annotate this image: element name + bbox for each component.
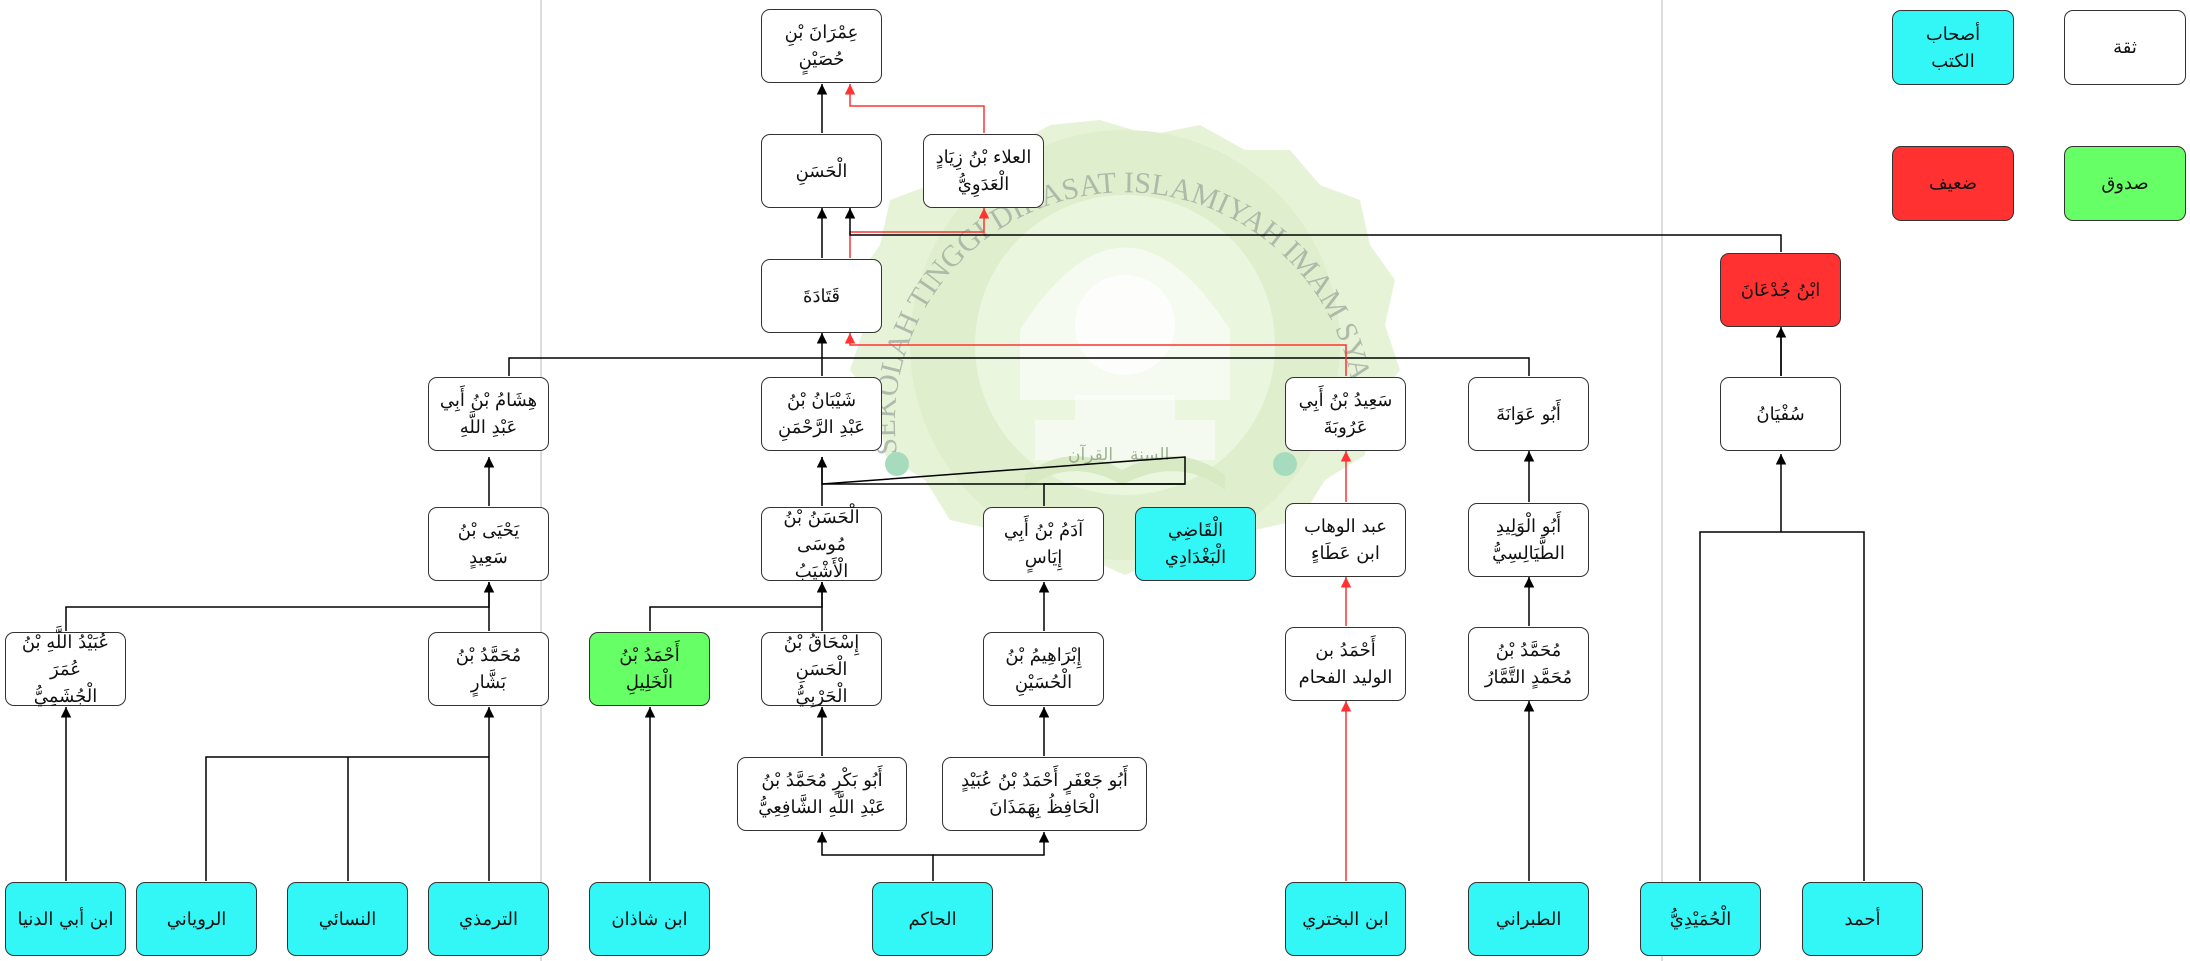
node-ubaydullah: عُبَيْدُ اللَّهِ بْنُ عُمَرَ الْجُشَمِيُ… [5,632,126,707]
node-hakim: الحاكم [872,882,993,956]
edge [844,84,985,133]
edge [65,582,495,631]
edge [821,456,1186,506]
edge [844,208,1782,252]
node-nasai: النسائي [287,882,408,956]
node-ahmad-khalil: أَحْمَدُ بْنُ الْخَلِيلِ [589,632,710,706]
node-ibn-bakhtari: ابن البختري [1285,882,1406,956]
node-ibn-abi-dunya: ابن أبي الدنيا [5,882,126,956]
legend-weak: ضعيف [1892,146,2014,221]
edge [649,582,828,631]
watermark-book-left: القرآن [1068,443,1113,465]
node-ibn-judan: ابْنُ جُدْعَانَ [1720,253,1841,327]
edge [821,457,1185,485]
node-abu-bakr: أَبُو بَكْرٍ مُحَمَّدُ بْنُ عَبْدِ اللَّ… [737,757,907,831]
legend-truthful: صدوق [2064,146,2186,221]
edge [933,832,1050,856]
node-ahmad-walid: أَحْمَدُ بن الوليد الفحام [1285,627,1406,701]
section-divider-left [540,0,542,961]
node-tabarani: الطبراني [1468,882,1589,956]
node-ibrahim: إِبْرَاهِيمُ بْنُ الْحُسَيْنِ [983,632,1104,706]
edge [1699,531,1865,881]
edge [816,832,934,881]
node-abd-wahhab: عبد الوهاب ابن عَطَاءٍ [1285,503,1406,577]
edge [508,357,1530,376]
node-alaa: العلاء بْنُ زِيَادٍ الْعَدَوِيُّ [923,134,1044,208]
node-abu-jafar: أَبُو جَعْفَرٍ أَحْمَدُ بْنُ عُبَيْدٍ ال… [942,757,1147,831]
node-adam: آدَمُ بْنُ أَبِي إِيَاسٍ [983,507,1104,581]
legend-authors: أصحاب الكتب [1892,10,2014,85]
node-qatada: قَتَادَةَ [761,259,882,333]
node-hasan-musa: الْحَسَنُ بْنُ مُوسَى الْأَشْيَبُ [761,507,882,582]
node-said: سَعِيدُ بْنُ أَبِي عَرُوبَةَ [1285,377,1406,451]
section-divider-right [1661,0,1663,961]
node-humaydi: الْحُمَيْدِيُّ [1640,882,1761,956]
node-muhammad-tammar: مُحَمَّدُ بْنُ مُحَمَّدٍ التَّمَّارُ [1468,627,1589,701]
node-abu-walid: أَبُو الْوَلِيدِ الطَّيَالِسِيُّ [1468,503,1589,577]
node-yahya: يَحْيَى بْنُ سَعِيدٍ [428,507,549,581]
legend-trustworthy: ثقة [2064,10,2186,85]
node-ibn-shadhan: ابن شاذان [589,882,710,956]
node-qadi: الْقَاضِي الْبَغْدَادِي [1135,507,1256,581]
node-imran: عِمْرَانَ بْنِ حُصَيْنٍ [761,9,882,83]
node-ahmad: أحمد [1802,882,1923,956]
node-hasan: الْحَسَنِ [761,134,882,208]
node-abu-awana: أَبُو عَوَانَةَ [1468,377,1589,451]
edge [844,333,1347,376]
node-ruyani: الروياني [136,882,257,956]
node-sufyan: سُفْيَانُ [1720,377,1841,451]
node-ishaq: إِسْحَاقُ بْنُ الْحَسَنِ الْحَرْبِيُّ [761,632,882,707]
node-tirmidhi: الترمذي [428,882,549,956]
node-hisham: هِشَامُ بْنُ أَبِي عَبْدِ اللَّهِ [428,377,549,451]
edge [205,756,489,881]
node-shayban: شَيْبَانُ بْنُ عَبْدِ الرَّحْمَنِ [761,377,882,451]
node-muhammad-bashar: مُحَمَّدُ بْنُ بَشَّارٍ [428,632,549,706]
edge [849,208,990,258]
